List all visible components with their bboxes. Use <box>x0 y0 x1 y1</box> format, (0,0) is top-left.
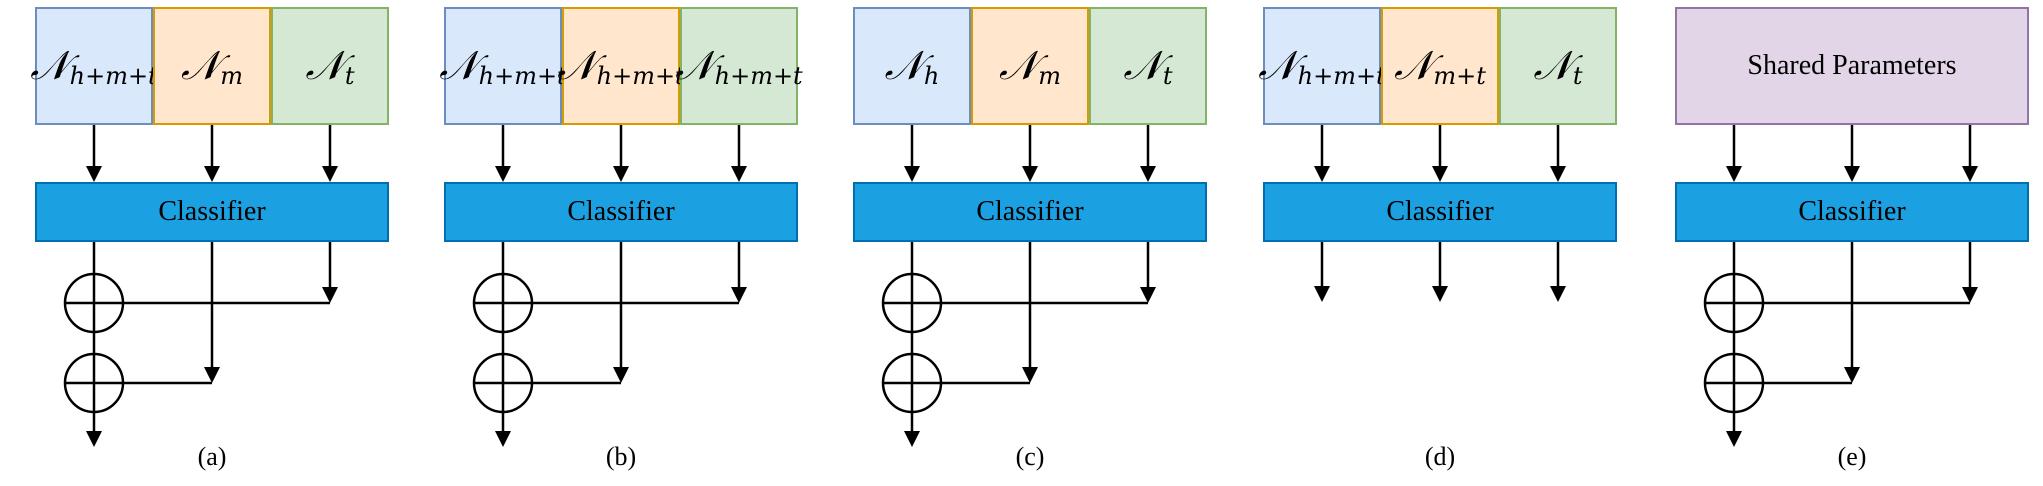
symbol: 𝒩 <box>30 43 69 89</box>
sum-operator-icon <box>63 352 125 414</box>
classifier-box: Classifier <box>35 182 389 242</box>
arrowhead-icon <box>1432 166 1448 182</box>
sum-operator-icon <box>1703 352 1765 414</box>
panel-caption: (b) <box>605 442 637 471</box>
classifier-box: Classifier <box>444 182 798 242</box>
symbol: 𝒩 <box>1123 43 1162 89</box>
connector-arrows <box>1314 125 1566 302</box>
symbol: 𝒩 <box>1394 43 1433 89</box>
arrowhead-icon <box>1022 166 1038 182</box>
sum-operator-icon <box>472 352 534 414</box>
symbol: 𝒩 <box>884 43 923 89</box>
subscript: h <box>923 62 940 90</box>
connector-arrows <box>63 125 338 447</box>
subscript: m <box>220 62 244 90</box>
arrowhead-icon <box>1140 166 1156 182</box>
symbol: 𝒩 <box>1533 43 1572 89</box>
sum-operator-icon <box>63 272 125 334</box>
sum-operator-icon <box>472 272 534 334</box>
subscript: h+m+t <box>596 62 685 90</box>
connector-arrows <box>472 125 747 447</box>
symbol: 𝒩 <box>439 43 478 89</box>
panel-e: Shared Parameters Classifier (e) <box>1675 0 2043 486</box>
sum-operator-icon <box>881 272 943 334</box>
subscript: h+m+t <box>478 62 567 90</box>
panel-caption: (d) <box>1424 442 1456 471</box>
arrowhead-icon <box>613 367 629 383</box>
arrowhead-icon <box>322 287 338 303</box>
panel-caption: (e) <box>1837 442 1867 471</box>
arrowhead-icon <box>1140 287 1156 303</box>
classifier-box: Classifier <box>853 182 1207 242</box>
arrowhead-icon <box>1550 166 1566 182</box>
arrowhead-icon <box>904 431 920 447</box>
arrowhead-icon <box>495 166 511 182</box>
arrowhead-icon <box>1962 287 1978 303</box>
arrowhead-icon <box>1022 367 1038 383</box>
symbol: 𝒩 <box>998 43 1038 89</box>
subscript: t <box>344 62 355 90</box>
connector-arrows <box>1703 125 1978 447</box>
arrowhead-icon <box>731 166 747 182</box>
symbol: 𝒩 <box>305 43 344 89</box>
arrowhead-icon <box>322 166 338 182</box>
classifier-box: Classifier <box>1263 182 1617 242</box>
arrowhead-icon <box>731 287 747 303</box>
arrowhead-icon <box>1432 286 1448 302</box>
subscript: m+t <box>1433 62 1486 90</box>
arrowhead-icon <box>1314 166 1330 182</box>
panel-caption: (a) <box>197 442 227 471</box>
classifier-box: Classifier <box>1675 182 2029 242</box>
arrowhead-icon <box>1726 166 1742 182</box>
subscript: t <box>1162 62 1173 90</box>
arrowhead-icon <box>204 367 220 383</box>
arrowhead-icon <box>86 431 102 447</box>
symbol: 𝒩 <box>557 43 596 89</box>
arrowhead-icon <box>86 166 102 182</box>
panel-caption: (c) <box>1015 442 1045 471</box>
subscript: h+m+t <box>69 62 158 90</box>
arrowhead-icon <box>495 431 511 447</box>
arrowhead-icon <box>613 166 629 182</box>
arrowhead-icon <box>1844 166 1860 182</box>
symbol: 𝒩 <box>180 43 220 89</box>
subscript: h+m+t <box>714 62 803 90</box>
arrowhead-icon <box>1962 166 1978 182</box>
arrowhead-icon <box>1550 286 1566 302</box>
arrowhead-icon <box>1726 431 1742 447</box>
connector-arrows <box>881 125 1156 447</box>
symbol: 𝒩 <box>1258 43 1297 89</box>
sum-operator-icon <box>1703 272 1765 334</box>
subscript: t <box>1572 62 1583 90</box>
symbol: 𝒩 <box>675 43 714 89</box>
arrowhead-icon <box>904 166 920 182</box>
arrowhead-icon <box>1844 367 1860 383</box>
shared-parameters-box: Shared Parameters <box>1675 7 2029 125</box>
subscript: h+m+t <box>1297 62 1386 90</box>
arrowhead-icon <box>1314 286 1330 302</box>
arrowhead-icon <box>204 166 220 182</box>
subscript: m <box>1038 62 1062 90</box>
sum-operator-icon <box>881 352 943 414</box>
